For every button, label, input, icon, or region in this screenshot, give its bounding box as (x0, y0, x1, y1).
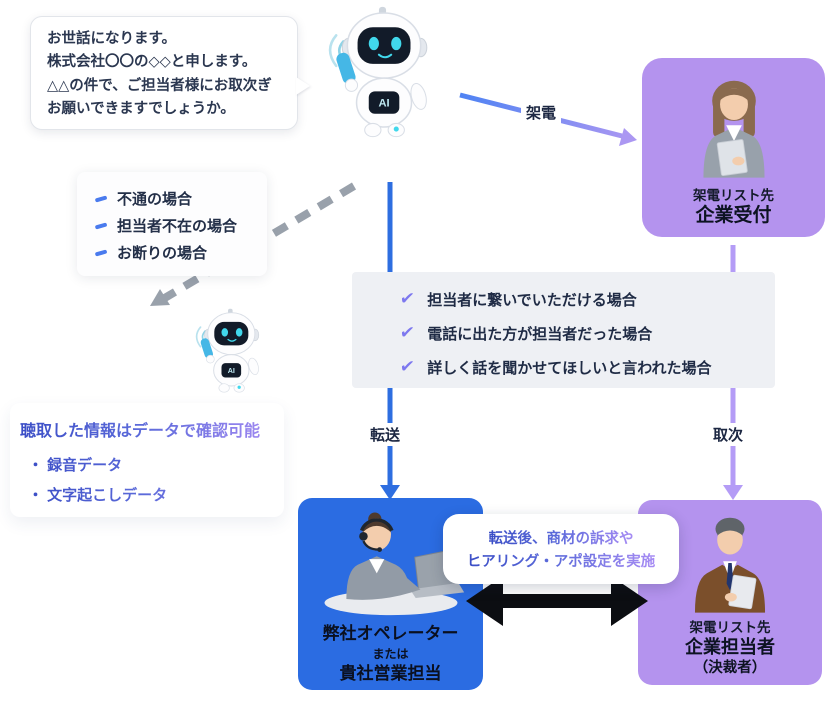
ok-case-label: 電話に出た方が担当者だった場合 (427, 325, 653, 343)
dash-bullet-icon (94, 222, 108, 229)
data-card-item: ・ 文字起こしデータ (28, 484, 284, 505)
blazer (345, 556, 420, 600)
list-item: お断りの場合 (94, 239, 267, 266)
ng-case-label: 不通の場合 (117, 191, 193, 208)
robot-chest-panel (221, 363, 242, 378)
reception-box: 架電リスト先 企業受付 (642, 58, 825, 237)
ai-robot-small: AI (194, 306, 266, 394)
robot-hand (344, 78, 359, 92)
robot-foot (218, 383, 230, 393)
robot-eye (221, 328, 229, 337)
ai-robot-illustration: AI (328, 6, 428, 138)
reception-box-title: 企業受付 (695, 204, 772, 226)
data-card-item: ・ 録音データ (28, 454, 284, 475)
bangs (718, 88, 749, 101)
ng-cases-card: 不通の場合 担当者不在の場合 お断りの場合 (77, 172, 267, 276)
robot-face-screen (357, 27, 411, 64)
list-item: ✔ 電話に出た方が担当者だった場合 (398, 318, 775, 348)
receptionist-illustration (702, 80, 765, 178)
face (717, 525, 743, 555)
robot-speech-bubble: お世話になります。 株式会社〇〇の◇◇と申します。 △△の件で、ご担当者様にお取… (30, 16, 310, 130)
speech-line: △△の件で、ご担当者様にお取次ぎ (47, 77, 272, 94)
phone-icon (336, 52, 356, 84)
headset-mic-boom (361, 540, 379, 551)
headset-band (359, 518, 394, 532)
ng-case-label: お断りの場合 (117, 245, 208, 262)
document (716, 139, 748, 176)
ok-case-label: 担当者に繋いでいただける場合 (427, 291, 637, 309)
robot-chest-label: AI (228, 366, 235, 375)
ai-robot-large: AI (326, 4, 438, 138)
ok-cases-box: ✔ 担当者に繋いでいただける場合 ✔ 電話に出た方が担当者だった場合 ✔ 詳しく… (352, 272, 775, 388)
relay-arrow-label: 取次 (708, 423, 749, 446)
robot-smile (377, 53, 393, 59)
ok-case-label: 詳しく話を聞かせてほしいと言われた場合 (427, 359, 712, 377)
shirt (725, 125, 742, 141)
headset-mic (376, 547, 382, 552)
hand (724, 592, 737, 602)
manager-illustration (694, 517, 766, 613)
speech-bubble-tail (296, 77, 310, 95)
laptop-base (409, 582, 464, 599)
sound-wave-icon (195, 326, 202, 348)
robot-chest-panel (368, 91, 400, 114)
list-item: 不通の場合 (94, 185, 267, 212)
transfer-note-line: 転送後、商材の訴求や (489, 527, 634, 548)
ng-case-label: 担当者不在の場合 (117, 218, 238, 235)
robot-eye (391, 36, 402, 51)
transfer-note-bubble: 転送後、商材の訴求や ヒアリング・アポ設定を実施 (443, 514, 679, 584)
manager-box-subtitle: 架電リスト先 (689, 620, 771, 635)
document (728, 574, 757, 610)
shirt (368, 559, 384, 574)
operator-box-title: 弊社オペレーター (322, 624, 459, 643)
phone-icon (200, 338, 214, 359)
robot-eye (235, 328, 243, 337)
reception-box-subtitle: 架電リスト先 (693, 188, 774, 203)
check-icon: ✔ (398, 289, 416, 308)
hand (731, 156, 744, 166)
speech-line: 株式会社〇〇の◇◇と申します。 (47, 54, 257, 71)
headset-earcup (358, 532, 368, 541)
speech-line: お世話になります。 (47, 31, 177, 47)
robot-face-screen (214, 321, 249, 346)
robot-foot-light (393, 126, 399, 132)
robot-foot-light (237, 385, 241, 389)
robot-foot (364, 122, 382, 138)
transfer-arrow-label: 転送 (365, 423, 406, 446)
face (719, 88, 748, 121)
check-icon: ✔ (398, 323, 416, 342)
hair-front (717, 523, 743, 536)
data-confirmation-card: 聴取した情報はデータで確認可能 ・ 録音データ ・ 文字起こしデータ (10, 403, 284, 517)
call-arrow-label: 架電 (521, 101, 562, 124)
dash-bullet-icon (94, 195, 108, 202)
list-item: ✔ 詳しく話を聞かせてほしいと言われた場合 (398, 352, 775, 382)
manager-box-title: 企業担当者 (685, 636, 775, 657)
speech-line: お願いできますでしょうか。 (47, 101, 235, 118)
robot-chest-label: AI (378, 98, 389, 110)
manager-box-note: （決裁者） (693, 659, 767, 676)
list-item: 担当者不在の場合 (94, 212, 267, 239)
data-card-title: 聴取した情報はデータで確認可能 (20, 417, 284, 441)
dash-bullet-icon (94, 249, 108, 256)
ai-robot-illustration: AI (195, 308, 260, 393)
transfer-note-line: ヒアリング・アポ設定を実施 (467, 550, 656, 571)
robot-eye (368, 36, 379, 51)
robot-smile (227, 338, 237, 342)
check-icon: ✔ (398, 357, 416, 376)
operator-box-subtitle: 貴社営業担当 (339, 664, 442, 684)
operator-box-or-label: または (372, 647, 409, 662)
robot-hand (206, 354, 215, 364)
list-item: ✔ 担当者に繋いでいただける場合 (398, 284, 775, 314)
sound-wave-icon (328, 34, 338, 68)
